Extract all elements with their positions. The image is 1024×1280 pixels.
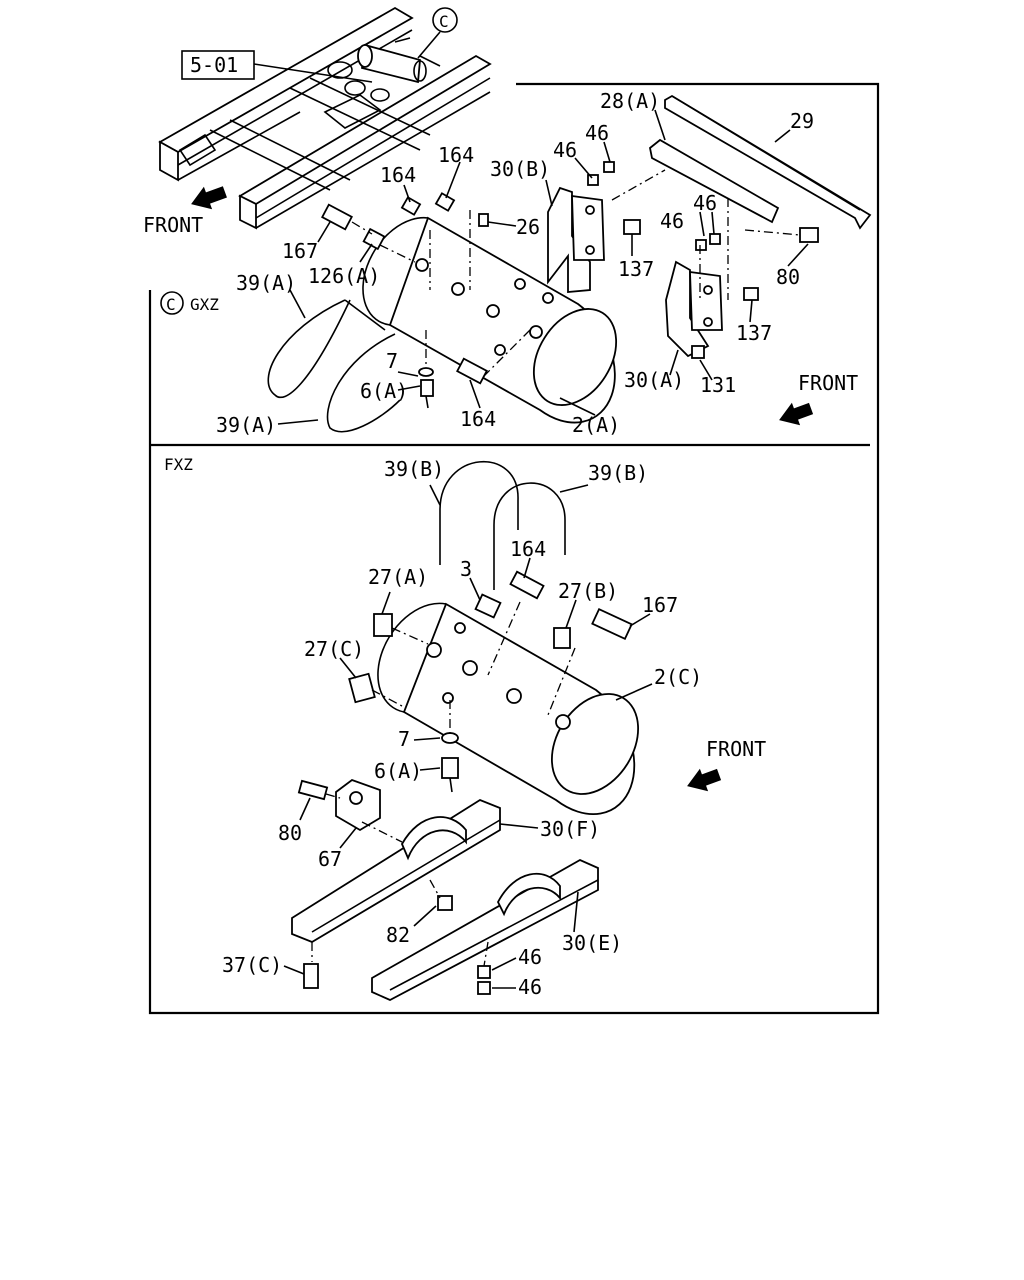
label-6a-lower: 6(A) [374,759,422,783]
label-28a: 28(A) [600,89,660,113]
chassis-frame-drawing [158,6,492,230]
label-3: 3 [460,557,472,581]
bracket-30f [291,798,501,944]
front-label-upper: FRONT [798,371,858,395]
label-46-upper-4: 46 [693,191,717,215]
label-37c: 37(C) [222,953,282,977]
front-label-lower: FRONT [706,737,766,761]
label-2a: 2(A) [572,413,620,437]
label-131: 131 [700,373,736,397]
section-ref-box [181,50,255,80]
label-67: 67 [318,847,342,871]
label-137-upper-1: 137 [618,257,654,281]
cross-member-29 [649,94,872,230]
label-167-lower: 167 [642,593,678,617]
label-7-lower: 7 [398,727,410,751]
strap-39a [267,299,401,433]
label-126a: 126(A) [308,264,380,288]
label-29: 29 [790,109,814,133]
label-27a: 27(A) [368,565,428,589]
callout-letter-gxz: C [166,295,176,314]
bracket-67 [335,778,381,832]
label-2c: 2(C) [654,665,702,689]
label-39a-top: 39(A) [236,271,296,295]
section-ref-label: 5-01 [190,53,238,77]
bracket-30a [665,260,723,358]
front-arrow-upper [779,402,814,426]
label-39b-left: 39(B) [384,457,444,481]
fxz-variant-label: FXZ [164,455,193,474]
label-46-lower-2: 46 [518,975,542,999]
label-80-lower: 80 [278,821,302,845]
label-39a-bottom: 39(A) [216,413,276,437]
label-27c: 27(C) [304,637,364,661]
diagram-frame [148,82,880,1015]
bracket-30b [547,186,605,293]
bracket-30e [371,858,599,1002]
fasteners-upper [321,161,819,409]
label-39b-right: 39(B) [588,461,648,485]
callout-circle-gxz [160,291,184,315]
label-27b: 27(B) [558,579,618,603]
callout-circle [432,7,458,33]
label-164-upper-2: 164 [380,163,416,187]
label-164-lower: 164 [510,537,546,561]
strap-39b [439,461,566,590]
front-arrow-lower [687,768,722,792]
label-7-upper: 7 [386,349,398,373]
air-tank-2a [362,216,618,424]
label-30f: 30(F) [540,817,600,841]
leader-lines-upper [277,109,809,425]
label-6a-upper: 6(A) [360,379,408,403]
label-30e: 30(E) [562,931,622,955]
label-164-upper-3: 164 [460,407,496,431]
label-80-upper: 80 [776,265,800,289]
air-tank-2c [377,602,639,816]
label-167-upper: 167 [282,239,318,263]
fittings-lower [348,570,633,793]
label-30b: 30(B) [490,157,550,181]
label-26: 26 [516,215,540,239]
label-30a: 30(A) [624,368,684,392]
gxz-variant-label: GXZ [190,295,219,314]
label-82: 82 [386,923,410,947]
label-46-upper-2: 46 [553,138,577,162]
label-46-lower-1: 46 [518,945,542,969]
label-46-upper-1: 46 [585,121,609,145]
callout-letter: C [439,12,449,31]
label-164-upper-1: 164 [438,143,474,167]
leader-lines-lower [283,484,653,989]
label-46-upper-3: 46 [660,209,684,233]
front-label-chassis: FRONT [143,213,203,237]
label-137-upper-2: 137 [736,321,772,345]
